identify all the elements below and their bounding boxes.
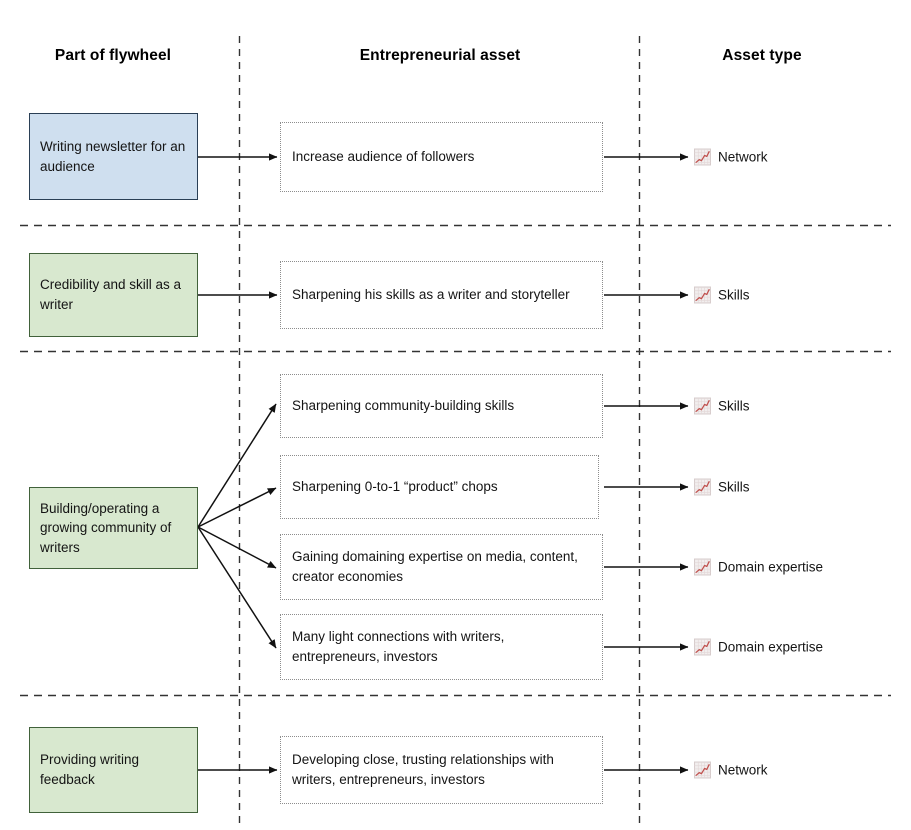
asset-box-label: Sharpening his skills as a writer and st… — [292, 286, 570, 302]
asset-box-sharpening-writing-skills[interactable]: Sharpening his skills as a writer and st… — [280, 261, 603, 329]
asset-box-label: Gaining domaining expertise on media, co… — [292, 548, 578, 584]
chart-increasing-icon — [694, 761, 711, 779]
asset-type-label: Domain expertise — [718, 639, 824, 655]
flywheel-box-writing-newsletter[interactable]: Writing newsletter for an audience — [29, 113, 198, 200]
column-header-asset-type: Asset type — [722, 47, 802, 64]
asset-box-label: Increase audience of followers — [292, 148, 475, 164]
asset-box-label: Sharpening 0-to-1 “product” chops — [292, 478, 498, 494]
asset-type-network: Network — [694, 148, 768, 166]
asset-type-label: Skills — [718, 479, 750, 495]
asset-box-label: Many light connections with writers, ent… — [292, 628, 505, 664]
chart-increasing-icon — [694, 478, 711, 496]
chart-increasing-icon — [694, 148, 711, 166]
flywheel-box-building-community[interactable]: Building/operating a growing community o… — [29, 487, 198, 569]
chart-increasing-icon — [694, 638, 711, 656]
chart-increasing-icon — [694, 558, 711, 576]
flywheel-box-label: Providing writing feedback — [40, 752, 140, 787]
asset-box-product-chops[interactable]: Sharpening 0-to-1 “product” chops — [280, 455, 599, 519]
arrow-flywheel-to-asset — [197, 403, 277, 528]
asset-box-light-connections[interactable]: Many light connections with writers, ent… — [280, 614, 603, 680]
asset-type-label: Skills — [718, 287, 750, 303]
flywheel-box-label: Writing newsletter for an audience — [40, 138, 186, 174]
asset-type-label: Skills — [718, 398, 750, 414]
asset-type-label: Network — [718, 149, 768, 165]
column-header-entrepreneurial-asset: Entrepreneurial asset — [359, 47, 521, 64]
asset-box-increase-audience[interactable]: Increase audience of followers — [280, 122, 603, 192]
asset-type-skills: Skills — [694, 478, 750, 496]
asset-box-community-building-skills[interactable]: Sharpening community-building skills — [280, 374, 603, 438]
flywheel-box-credibility-and-skill[interactable]: Credibility and skill as a writer — [29, 253, 198, 337]
arrow-flywheel-to-asset — [197, 526, 277, 649]
chart-increasing-icon — [694, 286, 711, 304]
chart-increasing-icon — [694, 397, 711, 415]
column-header-part-of-flywheel: Part of flywheel — [54, 47, 172, 64]
asset-type-network: Network — [694, 761, 768, 779]
asset-box-label: Developing close, trusting relationships… — [292, 751, 554, 787]
flywheel-box-label: Building/operating a growing community o… — [40, 500, 172, 555]
flywheel-box-providing-feedback[interactable]: Providing writing feedback — [29, 727, 198, 813]
asset-type-skills: Skills — [694, 286, 750, 304]
asset-type-label: Domain expertise — [718, 559, 824, 575]
asset-type-domain-expertise: Domain expertise — [694, 558, 824, 576]
arrow-flywheel-to-asset — [197, 487, 277, 528]
asset-type-skills: Skills — [694, 397, 750, 415]
arrow-flywheel-to-asset — [197, 526, 277, 569]
asset-box-label: Sharpening community-building skills — [292, 397, 515, 413]
asset-box-domain-expertise-media[interactable]: Gaining domaining expertise on media, co… — [280, 534, 603, 600]
asset-type-label: Network — [718, 762, 768, 778]
asset-type-domain-expertise: Domain expertise — [694, 638, 824, 656]
asset-box-trusting-relationships[interactable]: Developing close, trusting relationships… — [280, 736, 603, 804]
flywheel-box-label: Credibility and skill as a writer — [40, 277, 182, 312]
